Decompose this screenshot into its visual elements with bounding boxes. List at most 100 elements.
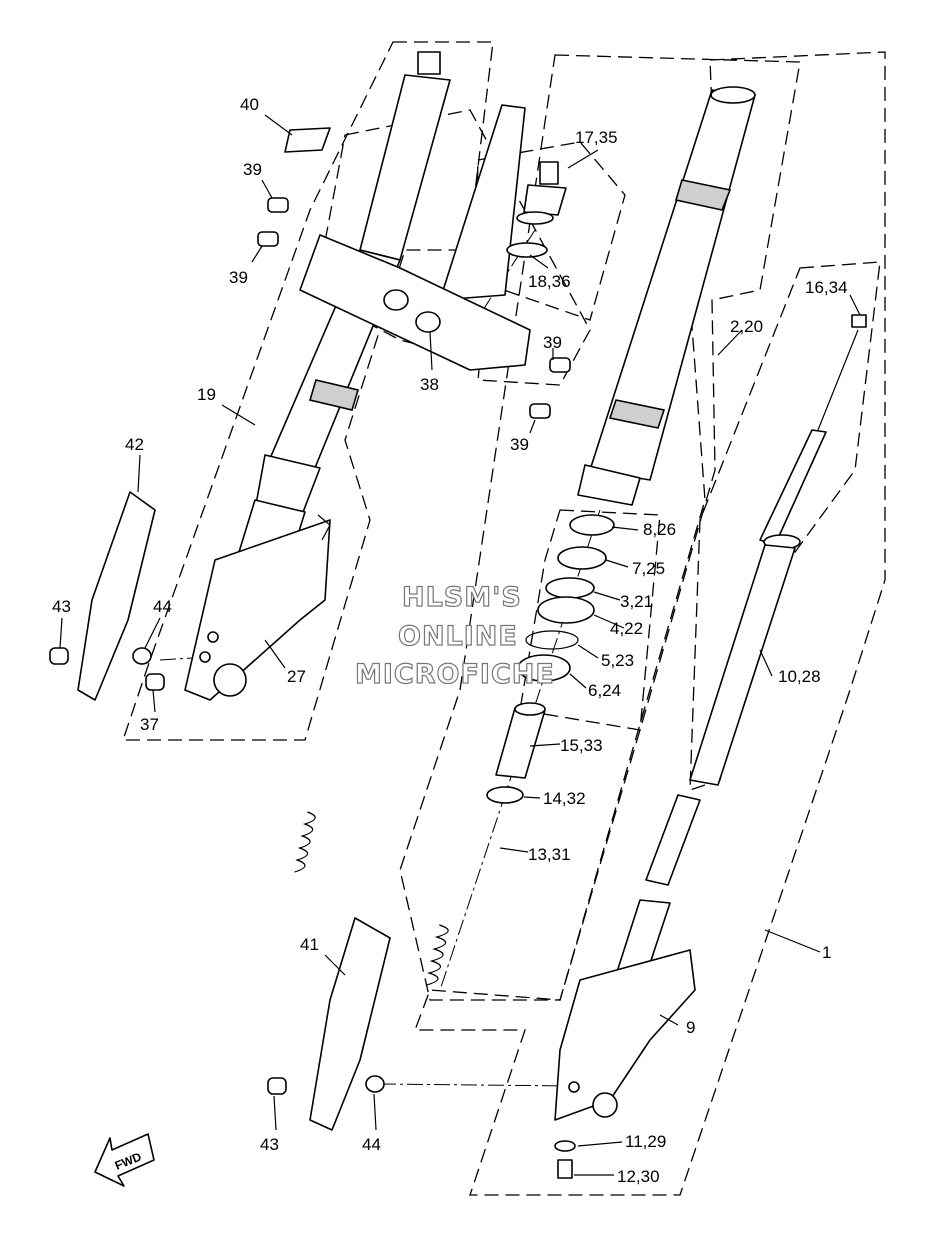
callout-38: 38 — [420, 375, 439, 394]
watermark: HLSM'S ONLINE MICROFICHE — [354, 581, 555, 690]
label-sticker-40 — [284, 127, 331, 153]
watermark-line2: ONLINE — [398, 621, 518, 652]
steering-stem-shaft — [439, 104, 526, 301]
bolt-43-right — [267, 1077, 287, 1095]
callout-42: 42 — [125, 435, 144, 454]
damper-rod-shaft — [817, 329, 859, 431]
callout-17-35: 17,35 — [575, 128, 618, 147]
bolt-43-left — [49, 647, 69, 665]
cap-bolt-assembly — [506, 161, 567, 258]
left-axle-hole — [213, 663, 247, 697]
left-bolt-hole-b — [199, 651, 211, 663]
callout-43-a: 43 — [52, 597, 71, 616]
left-tube-band — [308, 379, 360, 411]
callout-7-25: 7,25 — [632, 559, 665, 578]
leader-lines — [59, 114, 861, 1176]
right-inner-tube — [589, 89, 756, 481]
bolt-39-d — [529, 403, 551, 419]
right-axle-hole — [592, 1092, 618, 1118]
callout-27: 27 — [287, 667, 306, 686]
callout-4-22: 4,22 — [610, 619, 643, 638]
fork-guard-41 — [309, 917, 391, 1131]
right-tube-band-b — [608, 399, 666, 429]
collar-14-32 — [486, 786, 524, 804]
right-tube-band-a — [674, 179, 732, 211]
left-inner-tube-upper — [359, 74, 451, 261]
right-bolt-hole — [568, 1081, 580, 1093]
washer-3-21 — [545, 577, 595, 599]
right-fork-bottom-case — [554, 949, 696, 1121]
callout-39-d: 39 — [510, 435, 529, 454]
group-outline-left-fork — [122, 41, 494, 741]
left-fork-bottom-case — [184, 519, 331, 701]
washer-44-left — [132, 647, 152, 665]
callout-39-b: 39 — [229, 268, 248, 287]
callout-43-b: 43 — [260, 1135, 279, 1154]
damper-rod-assembly — [689, 314, 867, 786]
callout-3-21: 3,21 — [620, 592, 653, 611]
callout-6-24: 6,24 — [588, 681, 621, 700]
damper-rod-upper — [759, 429, 827, 546]
guard-fasteners — [49, 647, 385, 1095]
callout-labels: 40 39 39 17,35 18,36 39 38 39 1 9 42 43 4… — [52, 95, 848, 1186]
centerline-guard-right — [379, 1083, 576, 1087]
bracket-bushing-38 — [415, 311, 441, 333]
callout-8-26: 8,26 — [643, 520, 676, 539]
cap-bolt-washer — [516, 211, 554, 225]
fwd-arrow-icon — [94, 1133, 155, 1187]
bracket-bushing — [383, 289, 409, 311]
bushing-8-26 — [569, 514, 615, 536]
callout-15-33: 15,33 — [560, 736, 603, 755]
bolt-39-b — [257, 231, 279, 247]
left-fork-cap-nut — [417, 51, 441, 75]
right-fork-assembly — [577, 86, 756, 506]
piston-15-33 — [495, 707, 546, 779]
bushing-7-25 — [557, 546, 607, 570]
spring-13-31-upper — [294, 811, 316, 873]
oil-seal-4-22 — [537, 596, 595, 624]
group-outline-seals — [519, 509, 661, 731]
left-fork-assembly — [184, 51, 451, 701]
dust-seal-6-24 — [517, 654, 571, 682]
callout-11-29: 11,29 — [625, 1132, 666, 1151]
cap-bolt-top — [539, 161, 559, 185]
clip-5-23 — [525, 630, 579, 650]
watermark-line3: MICROFICHE — [355, 659, 555, 690]
right-tube-bushing — [577, 464, 641, 506]
right-inner-tube-top — [710, 86, 756, 104]
spacer-tube — [645, 794, 701, 886]
callout-44-b: 44 — [362, 1135, 381, 1154]
callout-39-c: 39 — [543, 333, 562, 352]
callout-40: 40 — [240, 95, 259, 114]
callout-2-20: 2,20 — [730, 317, 763, 336]
callout-5-23: 5,23 — [601, 651, 634, 670]
bolt-39-a — [267, 197, 289, 213]
group-outline-damper-rod — [689, 261, 881, 791]
internal-parts — [294, 702, 546, 986]
callout-16-34: 16,34 — [805, 278, 848, 297]
right-outer-tube-assembly — [554, 794, 701, 1179]
callout-37: 37 — [140, 715, 159, 734]
fork-guard-42 — [77, 491, 156, 701]
callout-44-a: 44 — [153, 597, 172, 616]
callout-9: 9 — [686, 1018, 695, 1037]
seal-stack — [517, 514, 615, 682]
steering-stem-assembly — [299, 104, 531, 371]
bolt-39-c — [549, 357, 571, 373]
callout-10-28: 10,28 — [778, 667, 821, 686]
o-ring-18-36 — [506, 242, 548, 258]
piston-top — [514, 702, 546, 716]
watermark-line1: HLSM'S — [402, 582, 522, 613]
cap-bolt-body — [523, 184, 567, 216]
washer-11-29 — [554, 1140, 576, 1152]
bolts-39 — [257, 197, 571, 419]
bolt-12-30 — [557, 1159, 573, 1179]
callout-1: 1 — [822, 943, 831, 962]
callout-12-30: 12,30 — [617, 1167, 660, 1186]
callout-41: 41 — [300, 935, 319, 954]
left-caliper-mount — [317, 514, 331, 541]
callout-39-a: 39 — [243, 160, 262, 179]
left-bolt-hole-a — [207, 631, 219, 643]
callout-18-36: 18,36 — [528, 272, 571, 291]
